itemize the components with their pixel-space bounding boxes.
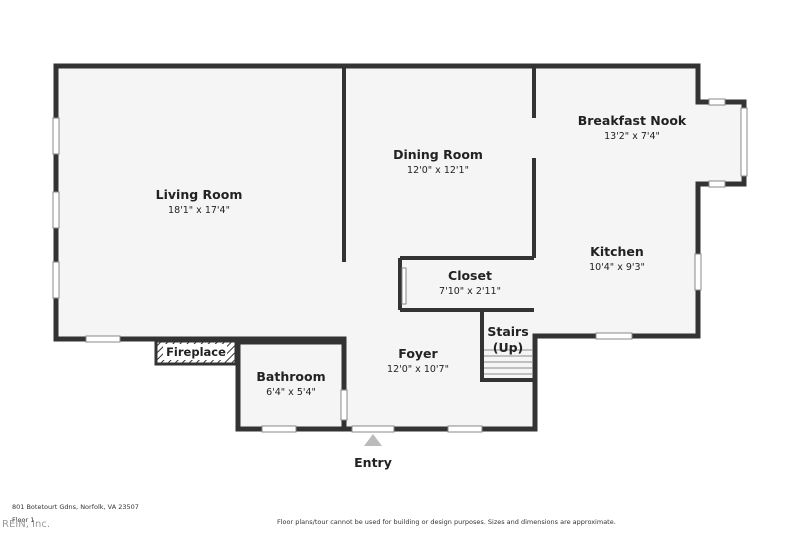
bathroom-label: Bathroom [256, 369, 325, 384]
stair-treads [484, 349, 532, 375]
floor-area [56, 66, 744, 429]
closet-dimensions: 7'10" x 2'11" [439, 286, 501, 297]
entry-arrow-icon [364, 434, 382, 446]
windows [52, 98, 748, 433]
foyer-label: Foyer [398, 346, 438, 361]
address-text: 801 Botetourt Gdns, Norfolk, VA 23507 [12, 503, 139, 511]
foyer-dimensions: 12'0" x 10'7" [387, 364, 449, 375]
floor-label: Floor 1 [12, 516, 35, 524]
disclaimer-text: Floor plans/tour cannot be used for buil… [277, 518, 616, 526]
watermark: REIN, Inc. [2, 519, 51, 530]
kitchen-dimensions: 10'4" x 9'3" [589, 262, 645, 273]
living-room-label: Living Room [156, 187, 243, 202]
stairs-label: Stairs [487, 324, 528, 339]
stairs-direction: (Up) [493, 340, 524, 355]
closet-label: Closet [448, 268, 492, 283]
bathroom-dimensions: 6'4" x 5'4" [266, 387, 316, 398]
kitchen-label: Kitchen [590, 244, 644, 259]
entry-label: Entry [354, 455, 392, 470]
dining-room-dimensions: 12'0" x 12'1" [407, 165, 469, 176]
fireplace-label: Fireplace [166, 345, 226, 359]
breakfast-nook-label: Breakfast Nook [578, 113, 687, 128]
breakfast-nook-dimensions: 13'2" x 7'4" [604, 131, 660, 142]
living-room-dimensions: 18'1" x 17'4" [168, 205, 230, 216]
entry-door [351, 425, 395, 433]
fireplace-label-bg [163, 344, 227, 360]
dining-room-label: Dining Room [393, 147, 483, 162]
interior-walls [342, 66, 536, 382]
